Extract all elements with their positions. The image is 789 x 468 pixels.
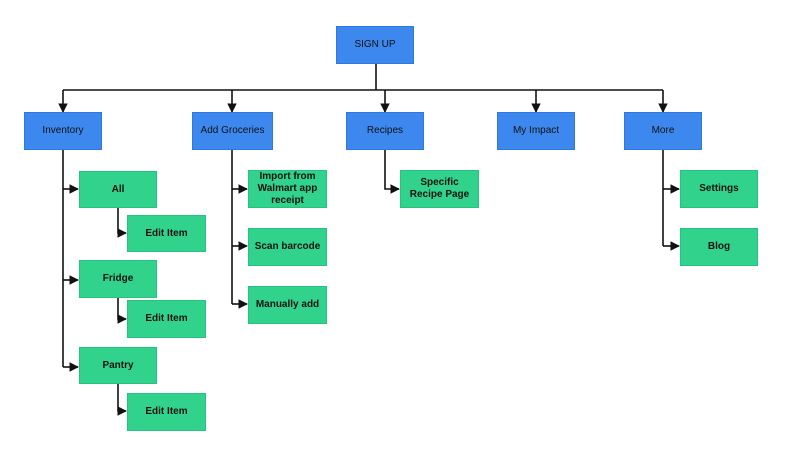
node-fridge[interactable]: Fridge [79,260,157,298]
node-scan-barcode[interactable]: Scan barcode [248,228,327,266]
node-pantry[interactable]: Pantry [79,347,157,384]
node-fridge-edit-item[interactable]: Edit Item [127,300,206,338]
node-blog-label: Blog [707,241,731,252]
node-fridge-edit-item-label: Edit Item [145,313,188,324]
node-add-groceries-label: Add Groceries [200,125,265,136]
node-add-groceries[interactable]: Add Groceries [192,112,273,150]
node-specific-recipe-page[interactable]: Specific Recipe Page [400,170,479,208]
node-more[interactable]: More [624,112,702,150]
arrow-all-to-edit [117,208,127,238]
node-settings[interactable]: Settings [680,170,758,208]
node-pantry-edit-item[interactable]: Edit Item [127,393,206,431]
node-sign-up[interactable]: SIGN UP [336,26,414,64]
node-inventory[interactable]: Inventory [24,112,102,150]
node-my-impact[interactable]: My Impact [497,112,575,150]
node-manually-add[interactable]: Manually add [248,286,327,324]
node-blog[interactable]: Blog [680,228,758,266]
node-all-edit-item-label: Edit Item [145,227,188,239]
node-settings-label: Settings [699,183,739,194]
node-specific-recipe-page-label: Specific Recipe Page [409,177,470,200]
node-manually-add-label: Manually add [255,299,320,310]
node-my-impact-label: My Impact [512,125,560,136]
node-recipes[interactable]: Recipes [346,112,424,150]
node-import-walmart[interactable]: Import from Walmart app receipt [248,170,327,208]
node-pantry-edit-item-label: Edit Item [145,406,188,417]
node-recipes-label: Recipes [366,125,404,136]
node-all-edit-item[interactable]: Edit Item [127,215,206,252]
arrow-pantry-to-edit [117,384,127,416]
node-all-label: All [111,183,125,195]
node-all[interactable]: All [79,171,157,208]
node-scan-barcode-label: Scan barcode [254,241,321,252]
node-more-label: More [651,125,675,136]
node-sign-up-label: SIGN UP [354,39,396,50]
node-inventory-label: Inventory [42,125,84,136]
node-pantry-label: Pantry [102,359,134,371]
node-import-walmart-label: Import from Walmart app receipt [257,171,318,206]
arrow-fridge-to-edit [117,298,127,324]
arrow-recipes-to-specific [384,150,400,194]
node-fridge-label: Fridge [102,273,134,284]
